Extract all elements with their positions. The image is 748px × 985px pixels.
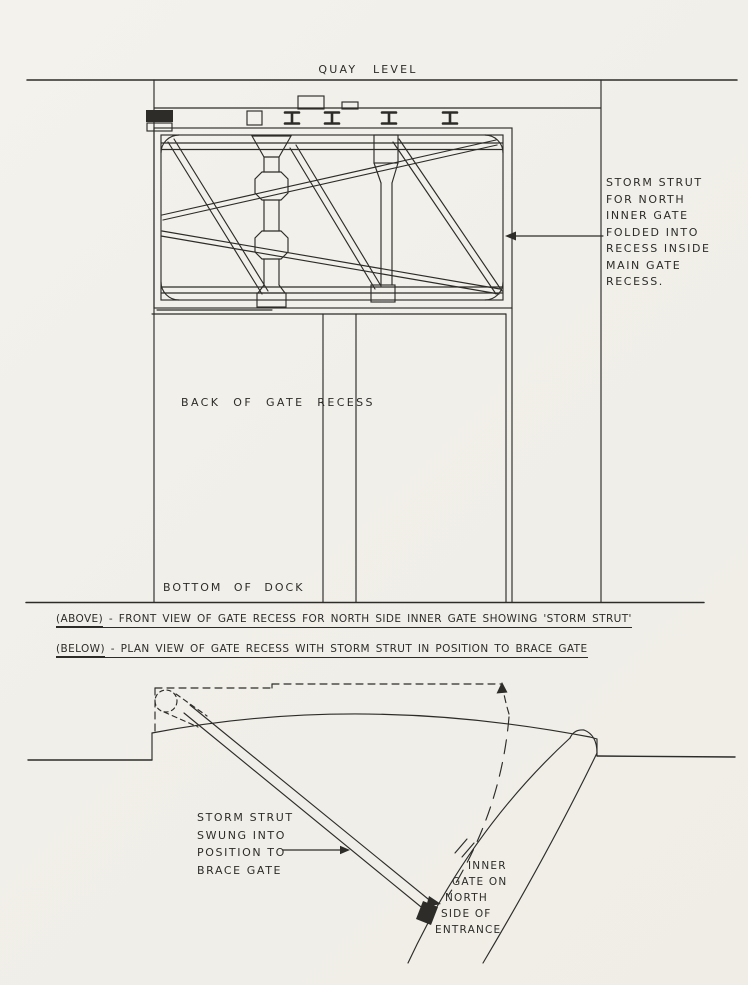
gate-heel-nose bbox=[569, 729, 598, 754]
i-beam-anchors bbox=[283, 111, 459, 125]
gate-recess-lower bbox=[25, 307, 705, 604]
caption-above-tag: (ABOVE) bbox=[56, 613, 104, 627]
strut-shoe-connection bbox=[416, 901, 438, 925]
storm-strut-braced bbox=[183, 704, 441, 925]
truss-centre-column bbox=[251, 135, 292, 308]
caption-above: (ABOVE) - FRONT VIEW OF GATE RECESS FOR … bbox=[56, 613, 632, 628]
inner-gate-label-line: SIDE OF bbox=[441, 908, 492, 920]
folded-strut-hinge-dashed bbox=[163, 693, 208, 728]
bottom-of-dock-label: BOTTOM OF DOCK bbox=[163, 581, 305, 594]
caption-below: (BELOW) - PLAN VIEW OF GATE RECESS WITH … bbox=[56, 643, 588, 658]
quay-edge-right bbox=[596, 755, 736, 758]
recess-centre-pier bbox=[322, 313, 357, 603]
truss-inner-frame bbox=[160, 134, 504, 301]
storm-strut-annotation: STORM STRUT FOR NORTH INNER GATE FOLDED … bbox=[606, 176, 711, 288]
quay-level-label: QUAY LEVEL bbox=[318, 63, 418, 76]
truss-diagonals bbox=[160, 138, 503, 295]
caption-below-text: - PLAN VIEW OF GATE RECESS WITH STORM ST… bbox=[110, 643, 588, 655]
anchor-block bbox=[146, 110, 173, 122]
plan-view-drawing bbox=[27, 682, 736, 964]
recess-back-arc bbox=[151, 713, 591, 738]
front-view-drawing bbox=[25, 79, 738, 604]
strut-swing-arc-dashed bbox=[447, 716, 510, 897]
inner-gate-leaf bbox=[407, 729, 598, 964]
inner-gate-label: INNER GATE ON NORTH SIDE OF ENTRANCE bbox=[435, 858, 507, 938]
swing-direction-arrowhead bbox=[496, 682, 508, 694]
caption-below-tag: (BELOW) bbox=[56, 643, 105, 657]
corner-fillets bbox=[160, 134, 504, 301]
recess-right-wall bbox=[505, 307, 513, 603]
plan-label-arrow bbox=[282, 845, 350, 855]
annotation-leader-arrow bbox=[505, 231, 604, 241]
strut-pivot-dashed bbox=[154, 689, 178, 713]
folded-strut-dashed-outline bbox=[154, 683, 510, 732]
inner-gate-label-line: GATE ON bbox=[452, 876, 508, 888]
coping-fittings bbox=[146, 95, 359, 132]
storm-strut-swung-label: STORM STRUT SWUNG INTO POSITION TO BRACE… bbox=[197, 811, 294, 877]
inner-gate-label-line: INNER bbox=[468, 860, 507, 872]
back-of-gate-recess-label: BACK OF GATE RECESS bbox=[181, 396, 375, 409]
truss-outer-frame bbox=[153, 127, 513, 309]
inner-gate-label-line: NORTH bbox=[445, 892, 488, 904]
storm-strut-truss bbox=[153, 127, 513, 309]
caption-above-text: - FRONT VIEW OF GATE RECESS FOR NORTH SI… bbox=[108, 613, 632, 625]
gate-hatch-ticks bbox=[454, 838, 475, 858]
inner-gate-label-line: ENTRANCE bbox=[435, 924, 502, 936]
bottom-chord bbox=[160, 286, 504, 294]
top-chord bbox=[160, 142, 504, 151]
